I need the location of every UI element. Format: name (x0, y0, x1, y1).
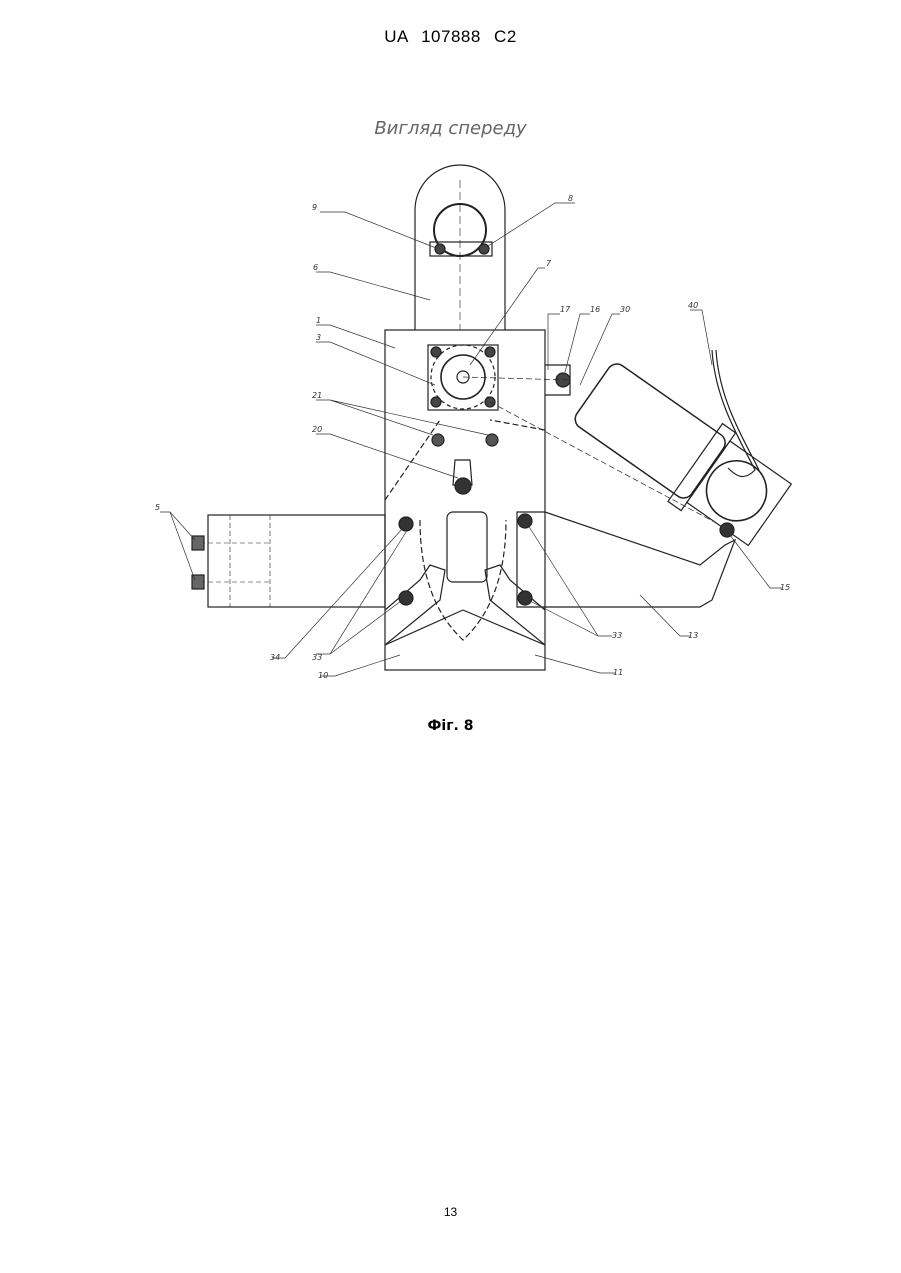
label-5: 5 (155, 503, 160, 512)
main-plate (385, 330, 545, 670)
label-15: 15 (780, 583, 790, 592)
label-9: 9 (312, 203, 317, 212)
label-33-left: 33 (312, 653, 322, 662)
label-7: 7 (546, 259, 552, 268)
label-17: 17 (560, 305, 571, 314)
label-30: 30 (620, 305, 630, 314)
label-1: 1 (316, 316, 321, 325)
figure-caption: Фіг. 8 (0, 718, 901, 734)
left-arm (208, 515, 385, 607)
label-10: 10 (318, 671, 328, 680)
label-34: 34 (270, 653, 280, 662)
jaw-10 (385, 565, 445, 645)
technical-drawing: 9 8 6 7 1 3 17 16 30 40 21 20 5 15 34 33… (0, 0, 901, 760)
label-8: 8 (568, 194, 573, 203)
label-6: 6 (313, 263, 318, 272)
label-33-right: 33 (612, 631, 622, 640)
jaw-11 (485, 565, 545, 645)
label-16: 16 (590, 305, 600, 314)
motor-body (571, 360, 729, 502)
page-number: 13 (0, 1205, 901, 1219)
label-3: 3 (316, 333, 321, 342)
label-21: 21 (312, 391, 322, 400)
label-13: 13 (688, 631, 698, 640)
label-40: 40 (688, 301, 698, 310)
label-20: 20 (312, 425, 322, 434)
label-11: 11 (613, 668, 623, 677)
